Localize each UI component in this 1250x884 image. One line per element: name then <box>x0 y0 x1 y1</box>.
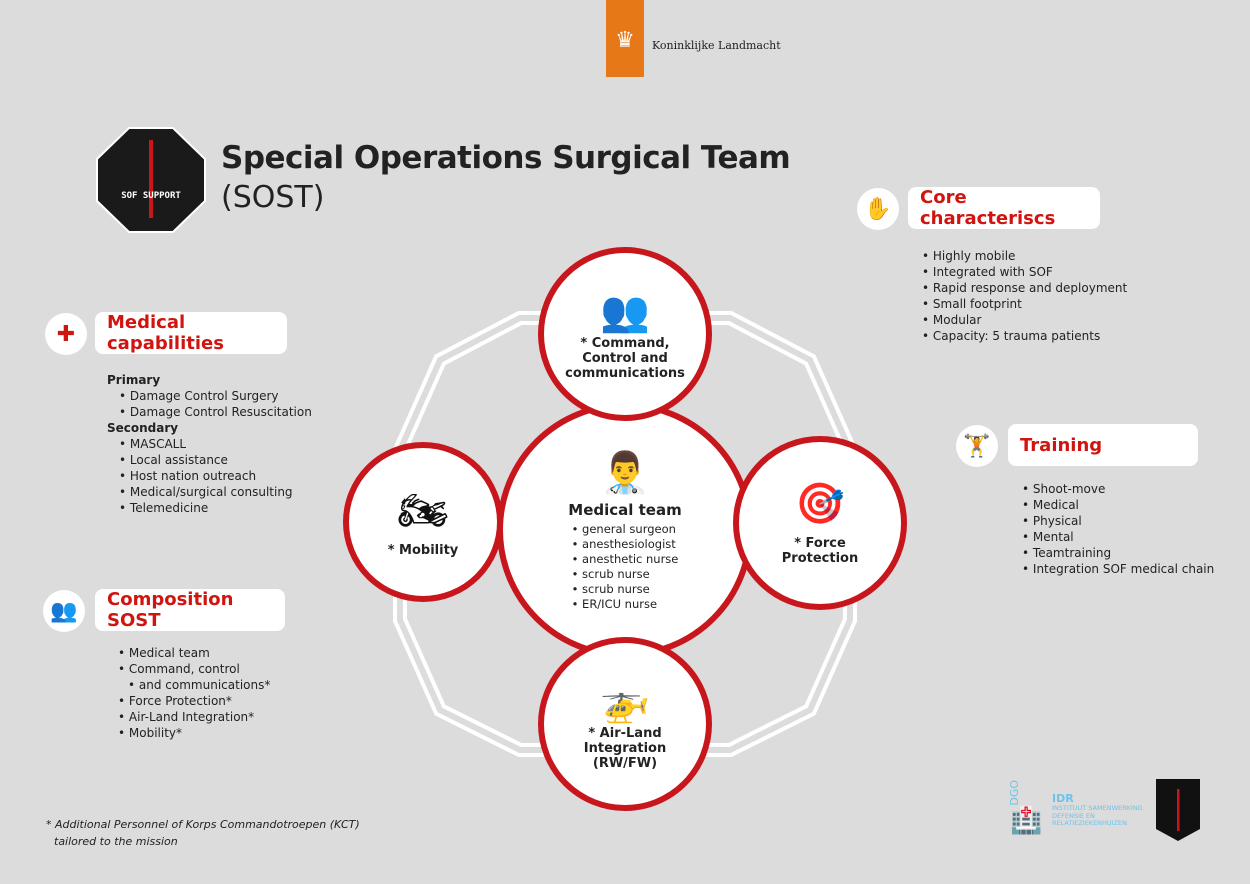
idr-text: IDR <box>1052 792 1074 805</box>
medical-team-list: general surgeon anesthesiologist anesthe… <box>572 522 679 612</box>
list-item: Medical team <box>118 645 270 661</box>
svg-text:SOF SUPPORT: SOF SUPPORT <box>121 191 181 201</box>
air-land-label: * Air-Land Integration (RW/FW) <box>583 725 667 771</box>
composition-list: Medical team Command, control and commun… <box>118 645 270 741</box>
hospital-icon: 🏥 <box>1010 806 1043 836</box>
list-item: Local assistance <box>119 452 312 468</box>
list-item: Air-Land Integration* <box>118 709 270 725</box>
medical-team-icon: 👨‍⚕️ <box>600 449 650 496</box>
briefing-icon: 👥 <box>600 288 650 335</box>
secondary-heading: Secondary <box>107 421 179 435</box>
list-item: MASCALL <box>119 436 312 452</box>
page-title: Special Operations Surgical Team <box>221 140 791 176</box>
idr-full-text: INSTITUUT SAMENWERKING DEFENSIE EN RELAT… <box>1052 804 1143 827</box>
force-protection-circle: 🎯 * Force Protection <box>733 436 907 610</box>
list-item: Telemedicine <box>119 500 312 516</box>
core-list: Highly mobile Integrated with SOF Rapid … <box>922 248 1127 344</box>
list-item: scrub nurse <box>572 582 679 597</box>
list-item: Shoot-move <box>1022 481 1214 497</box>
medical-team-circle: 👨‍⚕️ Medical team general surgeon anesth… <box>497 402 753 658</box>
list-item: general surgeon <box>572 522 679 537</box>
footnote-line2: tailored to the mission <box>54 835 178 848</box>
training-heading: Training <box>1008 424 1198 466</box>
list-item: and communications* <box>118 677 270 693</box>
composition-heading: Composition SOST <box>95 589 285 631</box>
medical-team-title: Medical team <box>568 500 682 519</box>
list-item: Host nation outreach <box>119 468 312 484</box>
soldier-rifle-icon: 🎯 <box>795 481 845 527</box>
medical-capabilities-list: Primary Damage Control Surgery Damage Co… <box>107 372 312 516</box>
list-item: Damage Control Resuscitation <box>119 404 312 420</box>
list-item: scrub nurse <box>572 567 679 582</box>
force-protection-label: * Force Protection <box>781 536 859 566</box>
list-item: Force Protection* <box>118 693 270 709</box>
medical-search-icon: ✚ <box>45 313 87 355</box>
air-land-circle: 🚁 * Air-Land Integration (RW/FW) <box>538 637 712 811</box>
list-item: Damage Control Surgery <box>119 388 312 404</box>
list-item: ER/ICU nurse <box>572 597 679 612</box>
list-item: Integrated with SOF <box>922 264 1127 280</box>
training-list: Shoot-move Medical Physical Mental Teamt… <box>1022 481 1214 577</box>
brain-hand-icon: ✋ <box>857 188 899 230</box>
page-subtitle: (SOST) <box>221 180 325 215</box>
footnote-line1: * Additional Personnel of Korps Commando… <box>46 818 360 831</box>
quad-bike-icon: 🏍 <box>397 487 449 534</box>
list-item: Capacity: 5 trauma patients <box>922 328 1127 344</box>
dgo-text: DGO <box>1008 780 1021 806</box>
core-heading: Core characteriscs <box>908 187 1100 229</box>
sof-support-badge: SOF SUPPORT <box>96 127 206 233</box>
mobility-circle: 🏍 * Mobility <box>343 442 503 602</box>
list-item-cont: and communications* <box>138 678 271 692</box>
list-item: Physical <box>1022 513 1214 529</box>
footnote: * Additional Personnel of Korps Commando… <box>46 816 360 850</box>
list-item: Highly mobile <box>922 248 1127 264</box>
medical-capabilities-heading: Medical capabilities <box>95 312 287 354</box>
list-item: Mobility* <box>118 725 270 741</box>
list-item: Mental <box>1022 529 1214 545</box>
org-name: Koninklijke Landmacht <box>652 39 781 52</box>
kct-dagger-shield <box>1156 779 1200 841</box>
weightlifter-icon: 🏋 <box>956 425 998 467</box>
list-item: Medical/surgical consulting <box>119 484 312 500</box>
list-item: anesthesiologist <box>572 537 679 552</box>
list-item: Medical <box>1022 497 1214 513</box>
primary-heading: Primary <box>107 373 161 387</box>
helicopter-icon: 🚁 <box>600 678 650 725</box>
team-icon: 👥 <box>43 590 85 632</box>
list-item: Integration SOF medical chain <box>1022 561 1214 577</box>
list-item: Command, control <box>118 661 270 677</box>
list-item: Small footprint <box>922 296 1127 312</box>
idr-logo: DGO 🏥 IDR INSTITUUT SAMENWERKING DEFENSI… <box>1008 778 1143 840</box>
koninklijke-landmacht-logo: ♛ <box>606 0 644 77</box>
list-item: Teamtraining <box>1022 545 1214 561</box>
mobility-label: * Mobility <box>387 542 459 558</box>
list-item: Modular <box>922 312 1127 328</box>
list-item: anesthetic nurse <box>572 552 678 567</box>
command-control-circle: 👥 * Command, Control and communications <box>538 247 712 421</box>
command-control-label: * Command, Control and communications <box>565 335 685 381</box>
list-item: Rapid response and deployment <box>922 280 1127 296</box>
